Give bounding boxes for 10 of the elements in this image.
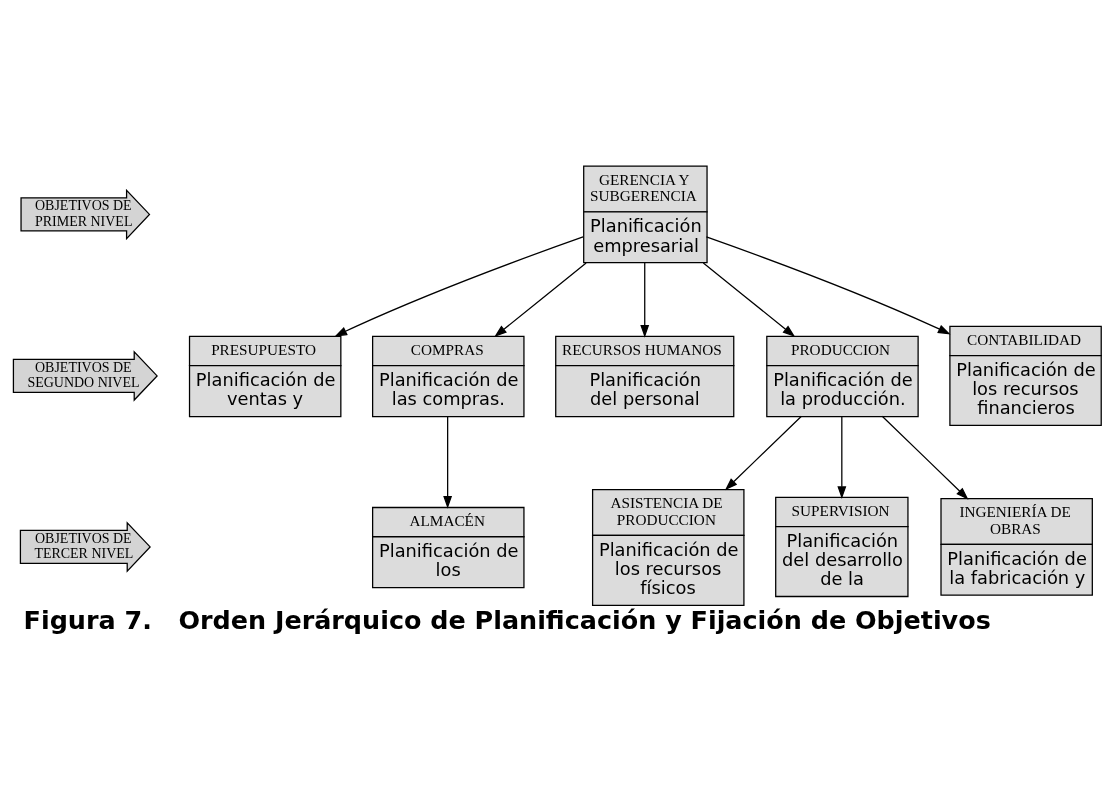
arrow xyxy=(443,415,453,509)
arrow xyxy=(494,262,587,338)
arrow xyxy=(881,415,969,500)
arrow xyxy=(724,415,803,491)
arrow xyxy=(837,415,847,500)
arrow xyxy=(334,236,584,337)
arrow xyxy=(640,262,650,338)
arrow xyxy=(705,236,951,335)
arrow xyxy=(702,262,796,338)
caption: Figura 7. Orden Jerárquico de Planificación y Fijación de Objetivos xyxy=(23,604,991,635)
